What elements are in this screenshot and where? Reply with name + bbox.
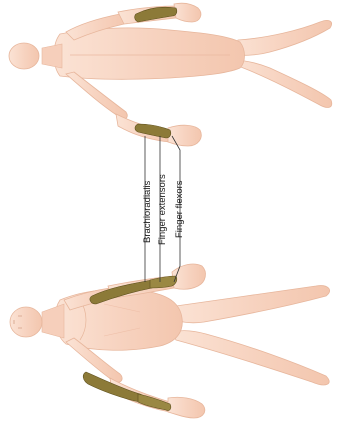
back-view-figure <box>9 3 332 146</box>
label-brachioradialis: Brachioradialis <box>142 180 153 243</box>
front-bottom-leg <box>172 331 329 385</box>
label-finger-flexors: Finger flexors <box>174 180 185 238</box>
front-head <box>10 307 42 337</box>
front-hand-bottom <box>168 397 205 418</box>
front-view-figure <box>10 264 330 418</box>
label-finger-extensors: Finger extensors <box>157 174 168 245</box>
back-left-leg <box>232 20 332 55</box>
front-top-leg <box>172 286 330 323</box>
back-hand-bottom <box>168 125 201 146</box>
back-right-leg <box>232 60 332 107</box>
back-neck <box>42 44 62 68</box>
back-hand-top <box>174 3 201 22</box>
front-neck <box>42 304 64 338</box>
front-hand-top <box>172 264 205 289</box>
back-head <box>9 43 39 69</box>
